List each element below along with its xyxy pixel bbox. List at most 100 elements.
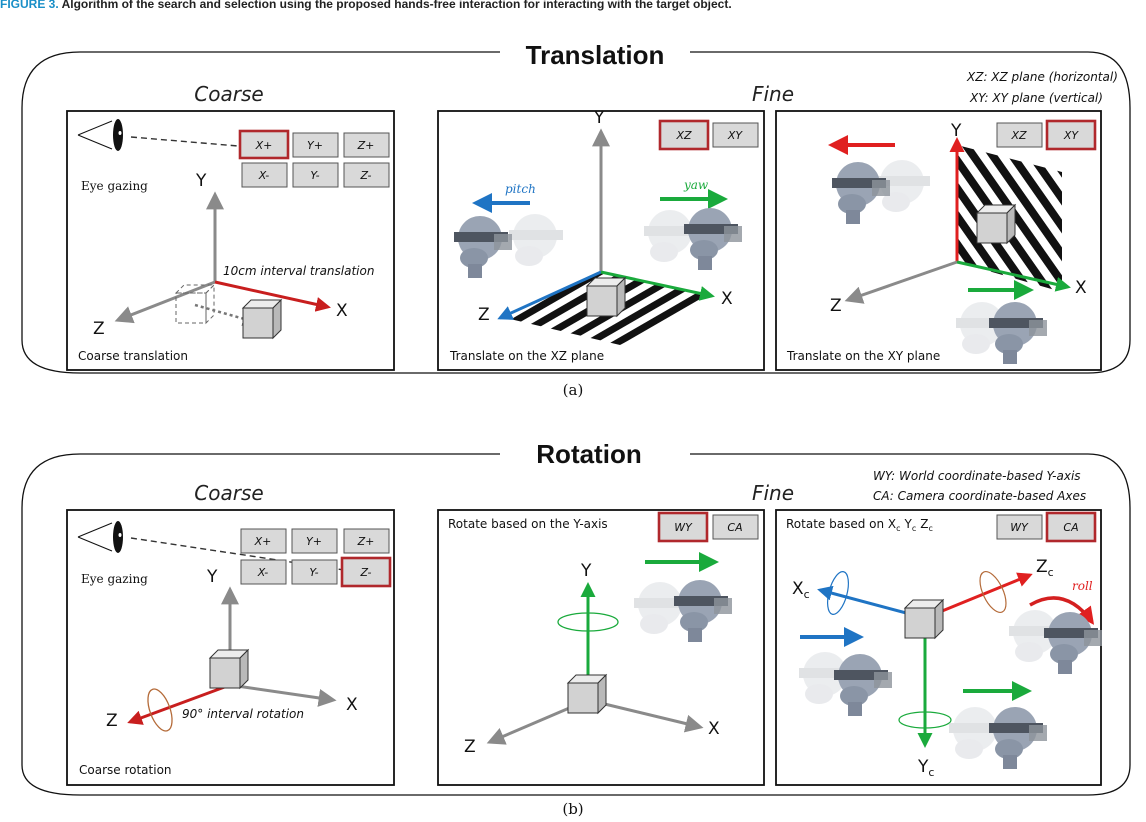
button-z-minus-selected[interactable] (340, 556, 392, 588)
coarse-rotation-buttons: X+ Y+ Z+ X- Y- Z- (240, 528, 392, 588)
button-y-plus[interactable] (292, 132, 339, 158)
legend-xy-plane: XY: XY plane (vertical) (969, 91, 1103, 105)
rotation-title: Rotation (536, 439, 641, 469)
coarse-rotation-footer: Coarse rotation (79, 763, 172, 777)
axis-z-label: Z (93, 319, 105, 339)
button-y-plus-label: Y+ (306, 535, 322, 548)
coarse-translation-panel: Eye gazing X+ Y+ Z+ X- Y- Z- Y (66, 110, 395, 371)
fine-wy-axis-z: Z (464, 737, 476, 757)
button-z-plus[interactable] (343, 132, 390, 158)
button-xz-label: XZ (1010, 129, 1027, 142)
coarse-translation-footer: Coarse translation (78, 349, 188, 363)
button-xz[interactable] (996, 122, 1043, 148)
button-wy-label: WY (1010, 521, 1029, 534)
button-xz-label: XZ (675, 129, 692, 142)
fine-xz-footer: Translate on the XZ plane (449, 349, 604, 363)
fine-wy-axis-x: X (708, 719, 720, 739)
fine-ca-header-sub-y: c (912, 524, 916, 533)
legend-ca: CA: Camera coordinate-based Axes (873, 489, 1086, 503)
fine-ca-axis-z-letter: Z (1036, 557, 1048, 577)
pitch-label: pitch (505, 182, 536, 196)
fine-xz-panel: XZ XY Y Z X pitch yaw Translate on the X… (437, 108, 765, 371)
axis-x-label: X (346, 695, 358, 715)
axis-z-label: Z (106, 711, 118, 731)
interval-translation-label: 10cm interval translation (223, 264, 374, 278)
button-x-minus[interactable] (241, 162, 288, 188)
cube-icon (586, 277, 626, 317)
button-z-minus[interactable] (343, 162, 390, 188)
button-y-plus-label: Y+ (307, 139, 323, 152)
button-y-minus-label: Y- (310, 169, 319, 182)
button-x-minus-label: X- (258, 169, 270, 182)
cube-icon (567, 674, 607, 714)
fine-xz-axis-y: Y (593, 108, 605, 128)
fine-ca-header-z: Z (920, 517, 928, 531)
button-ca-label: CA (1063, 521, 1078, 534)
axis-y-label: Y (195, 171, 207, 191)
fine-ca-axis-x-sub: c (804, 588, 810, 601)
fine-ca-header-y: Y (904, 517, 913, 531)
fine-ca-header-prefix: Rotate based on X (786, 517, 896, 531)
fine-xy-axis-z: Z (830, 296, 842, 316)
figure-caption: FIGURE 3. Algorithm of the search and se… (0, 0, 1146, 11)
interval-rotation-label: 90° interval rotation (182, 707, 304, 721)
fine-ca-header-sub-z: c (929, 524, 933, 533)
button-ca[interactable] (712, 514, 759, 540)
figure-caption-label: FIGURE 3. (0, 0, 59, 11)
button-ca-label: CA (727, 521, 742, 534)
fine-wy-header: Rotate based on the Y-axis (448, 517, 608, 531)
fine-ca-axis-z: Zc (1036, 557, 1054, 579)
button-y-minus[interactable] (292, 162, 339, 188)
fine-xz-axis-z: Z (478, 305, 490, 325)
button-ca-selected[interactable] (1045, 511, 1097, 543)
fine-ca-axis-x-letter: X (792, 579, 804, 599)
eye-gazing-label: Eye gazing (81, 572, 148, 586)
legend-wy: WY: World coordinate-based Y-axis (873, 469, 1081, 483)
button-y-plus[interactable] (291, 528, 338, 554)
fine-wy-axis-y: Y (580, 561, 592, 581)
legend-xz-plane: XZ: XZ plane (horizontal) (966, 70, 1118, 84)
figure-caption-text: Algorithm of the search and selection us… (61, 0, 732, 11)
axis-y-label: Y (206, 567, 218, 587)
subfigure-a-label: (a) (563, 381, 584, 399)
button-xy[interactable] (712, 122, 759, 148)
button-xy-label: XY (1063, 129, 1080, 142)
fine-xy-panel: XZ XY Y Z X Translate on the XY plane (775, 110, 1102, 371)
rotation-fine-heading: Fine (752, 481, 794, 505)
fine-ca-header-sub-x: c (896, 524, 900, 533)
fine-ca-axis-x: Xc (792, 579, 810, 601)
fine-xy-axis-y: Y (950, 121, 962, 141)
button-wy[interactable] (996, 514, 1043, 540)
fine-ca-axis-y-letter: Y (917, 757, 929, 777)
button-z-plus[interactable] (343, 528, 390, 554)
button-y-minus[interactable] (291, 559, 338, 585)
rotation-coarse-heading: Coarse (194, 481, 263, 505)
button-wy-label: WY (674, 521, 693, 534)
yaw-label: yaw (683, 178, 709, 192)
button-x-plus[interactable] (238, 129, 290, 160)
button-x-plus[interactable] (240, 528, 287, 554)
fine-ca-axis-y: Yc (917, 757, 934, 779)
fine-xy-footer: Translate on the XY plane (786, 349, 940, 363)
button-y-minus-label: Y- (309, 566, 318, 579)
button-xy-selected[interactable] (1045, 119, 1097, 151)
button-wy-selected[interactable] (657, 511, 709, 543)
button-z-minus-label: Z- (360, 566, 372, 579)
translation-coarse-heading: Coarse (194, 82, 263, 106)
cube-icon (904, 599, 944, 639)
button-x-plus-label: X+ (254, 535, 272, 548)
translation-section: Translation Coarse Fine XZ: XZ plane (ho… (21, 40, 1131, 399)
axis-x-label: X (336, 301, 348, 321)
button-x-minus[interactable] (240, 559, 287, 585)
subfigure-b-label: (b) (562, 800, 583, 818)
button-xz-selected[interactable] (658, 119, 710, 151)
fine-ca-axis-y-sub: c (928, 766, 934, 779)
roll-label: roll (1072, 579, 1093, 593)
button-x-minus-label: X- (257, 566, 269, 579)
cube-icon (242, 299, 282, 339)
button-xy-label: XY (727, 129, 744, 142)
fine-xy-axis-x: X (1075, 278, 1087, 298)
translation-title: Translation (526, 40, 665, 70)
